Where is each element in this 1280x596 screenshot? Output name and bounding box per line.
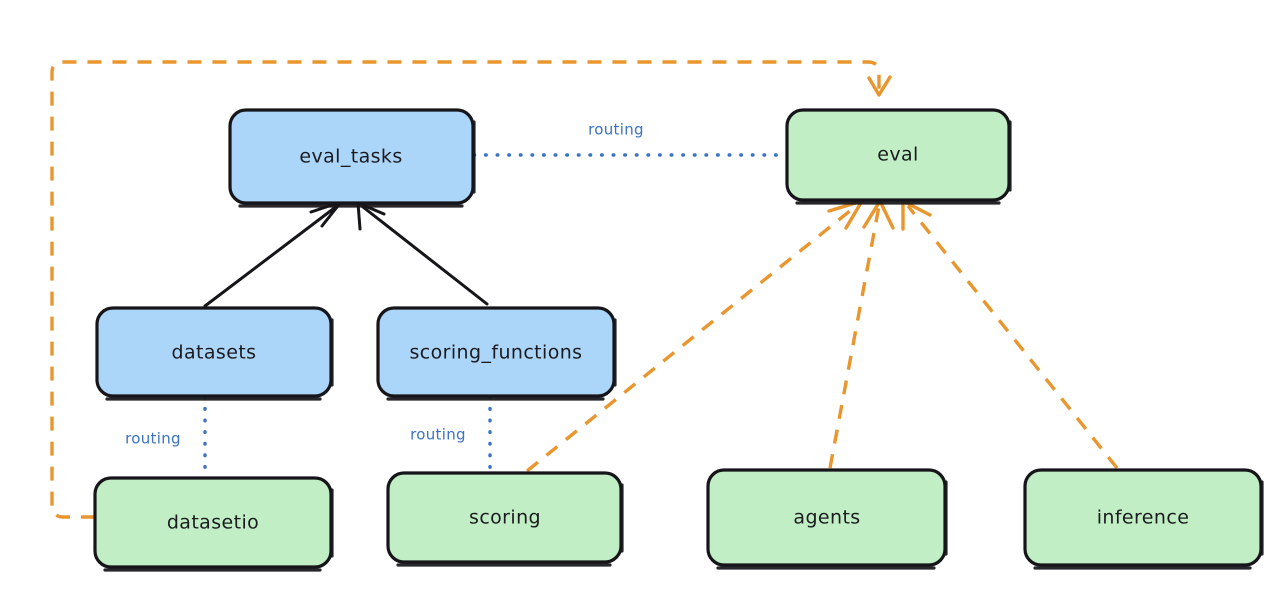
node-label-eval: eval [877,144,918,166]
node-label-agents: agents [793,507,860,529]
node-inference[interactable]: inference [1023,468,1264,570]
edge-agents-eval [828,199,895,469]
node-scoring-functions[interactable]: scoring_functions [376,306,617,401]
edge-datasetio-eval [50,60,892,519]
edge-label-routing-scoring-functions: routing [410,426,466,444]
edge-datasets-eval-tasks [203,200,343,308]
node-eval[interactable]: eval [785,108,1012,205]
node-label-inference: inference [1097,507,1190,529]
node-agents[interactable]: agents [706,468,948,570]
node-eval-tasks[interactable]: eval_tasks [228,108,476,208]
node-label-eval-tasks: eval_tasks [299,146,402,168]
node-label-scoring: scoring [469,507,541,529]
node-label-datasetio: datasetio [167,512,259,534]
edge-label-routing-eval-tasks: routing [588,121,644,139]
edge-inference-eval [901,199,1119,470]
node-label-datasets: datasets [172,342,257,364]
node-label-scoring-functions: scoring_functions [410,342,583,364]
node-datasetio[interactable]: datasetio [93,476,334,572]
node-datasets[interactable]: datasets [95,306,334,401]
edge-label-routing-datasets: routing [125,430,181,448]
node-scoring[interactable]: scoring [386,471,624,567]
edge-scoring-functions-eval-tasks [356,201,489,306]
